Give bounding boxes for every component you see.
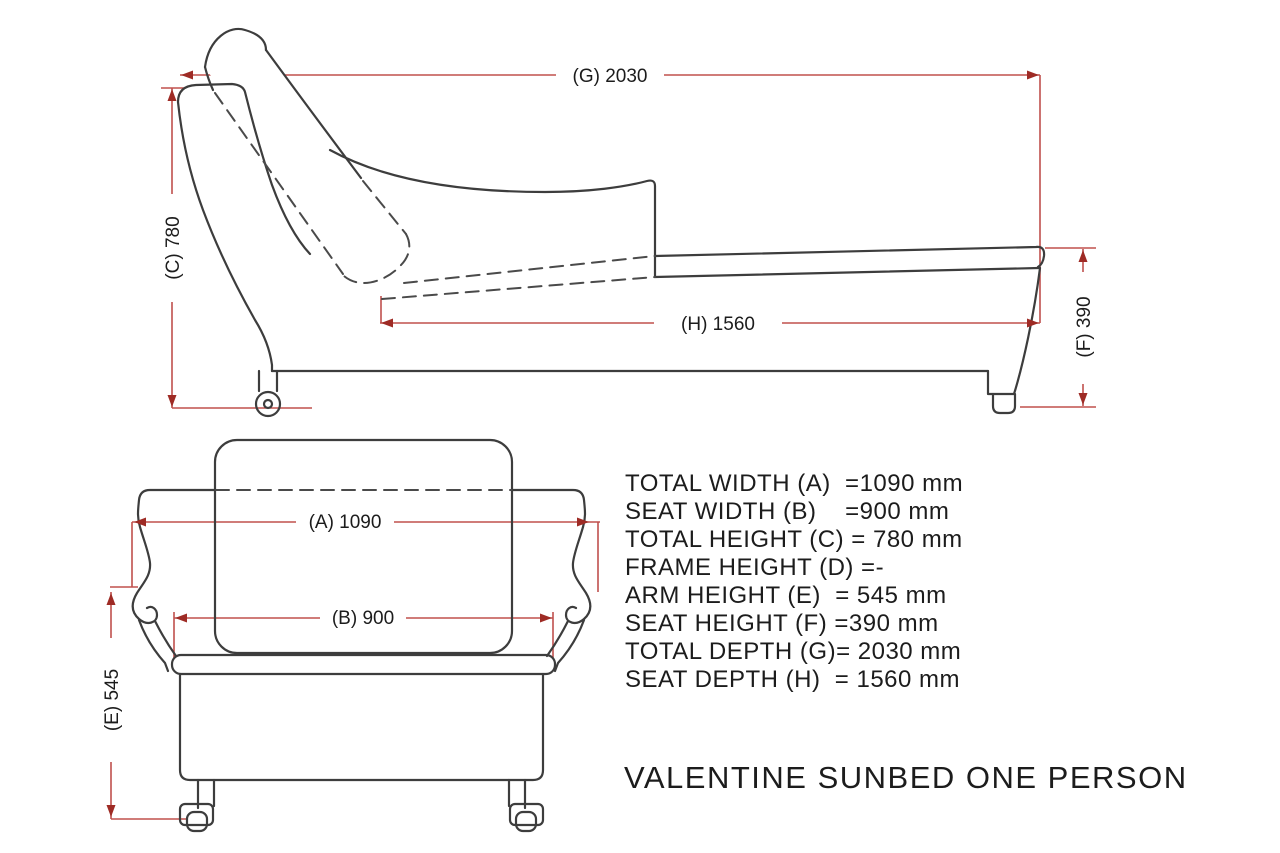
headrest-hidden-front [362,180,407,235]
headrest-roll-front-edge [264,48,363,180]
caster-wheel [254,390,282,418]
seat-hidden-lower [381,276,656,300]
left-arm-inner [153,619,178,658]
drawing-title: VALENTINE SUNBED ONE PERSON [624,760,1188,795]
spec-row: TOTAL HEIGHT (C) = 780 mm [625,526,963,553]
spec-row: TOTAL DEPTH (G)= 2030 mm [625,638,961,665]
seat-hidden-top [403,255,656,284]
rail-step [986,369,995,396]
seat-lower-edge [653,266,1041,279]
front-left-wheel [185,810,209,833]
spec-row: TOTAL WIDTH (A) =1090 mm [625,470,963,497]
spec-row: SEAT HEIGHT (F) =390 mm [625,610,939,637]
dim-label-total-width: (A) 1090 [309,512,382,533]
headrest-roll-back-edge [203,65,215,92]
dim-label-total-height: (C) 780 [163,216,184,279]
frame-right-edge [1012,266,1042,396]
front-left-caster [178,802,215,827]
front-view-outline [131,438,592,833]
dim-label-seat-depth: (H) 1560 [681,314,755,335]
headrest-hidden-back [214,92,344,275]
side-view-outline [176,27,1046,418]
spec-row: ARM HEIGHT (E) = 545 mm [625,582,947,609]
backrest-frame-front [176,82,312,256]
spec-row: SEAT DEPTH (H) = 1560 mm [625,666,960,693]
seat-rail [170,653,557,676]
back-cushion [213,438,514,655]
dim-label-total-depth: (G) 2030 [573,66,648,87]
caster-stem [257,369,279,393]
right-arm-scroll [509,488,592,625]
right-arm-inner [545,619,570,658]
spec-row: FRAME HEIGHT (D) =- [625,554,884,581]
headrest-roll-cap [203,27,268,69]
right-foot [991,392,1017,415]
spec-table: TOTAL WIDTH (A) =1090 mm SEAT WIDTH (B) … [625,470,963,693]
front-right-caster [508,802,545,827]
headrest-occluder [205,28,410,284]
dim-label-seat-height: (F) 390 [1074,296,1095,357]
dimension-arrows [106,70,1088,817]
headrest-hidden-cap [343,233,411,284]
left-arm-outer [137,618,170,673]
dim-label-arm-height: (E) 545 [102,669,123,731]
backrest-frame-back [176,100,274,373]
caster-hub [262,398,274,410]
dimension-labels: (G) 2030 (C) 780 (H) 1560 (F) 390 (A) 10… [98,62,1096,762]
front-right-wheel [514,810,538,833]
dimension-lines [110,74,1096,820]
right-arm-outer [553,618,586,673]
spec-row: SEAT WIDTH (B) =900 mm [625,498,949,525]
base-box [178,672,545,782]
side-view-hidden-lines [214,92,656,300]
left-arm-scroll [131,488,218,625]
dim-label-seat-width: (B) 900 [332,608,394,629]
seat-top-edge [653,245,1046,269]
seat-back-bolster [328,148,657,279]
